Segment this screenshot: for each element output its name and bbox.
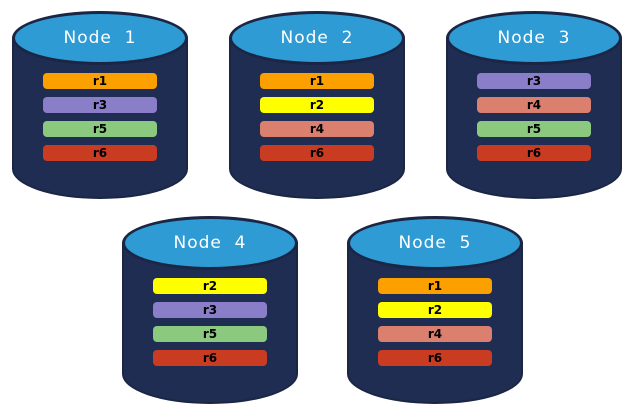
replica-bar: r6 bbox=[43, 145, 157, 161]
replica-bar: r6 bbox=[260, 145, 374, 161]
replica-bar: r2 bbox=[153, 278, 267, 294]
replica-bar: r4 bbox=[260, 121, 374, 137]
node-3-cylinder: Node 3 r3 r4 r5 r6 bbox=[446, 11, 622, 199]
node-title: Node 5 bbox=[398, 233, 472, 253]
replica-list: r2 r3 r5 r6 bbox=[153, 278, 267, 366]
replica-bar: r2 bbox=[378, 302, 492, 318]
cylinder-body bbox=[122, 242, 298, 404]
replica-list: r3 r4 r5 r6 bbox=[477, 73, 591, 161]
node-2-cylinder: Node 2 r1 r2 r4 r6 bbox=[229, 11, 405, 199]
replica-bar: r5 bbox=[153, 326, 267, 342]
node-title: Node 1 bbox=[63, 28, 137, 48]
replica-list: r1 r3 r5 r6 bbox=[43, 73, 157, 161]
replica-bar: r3 bbox=[43, 97, 157, 113]
cylinder-top: Node 4 bbox=[122, 216, 298, 270]
cylinder-top: Node 1 bbox=[12, 11, 188, 65]
cylinder-top: Node 2 bbox=[229, 11, 405, 65]
cylinder-top: Node 5 bbox=[347, 216, 523, 270]
node-1-cylinder: Node 1 r1 r3 r5 r6 bbox=[12, 11, 188, 199]
node-5-cylinder: Node 5 r1 r2 r4 r6 bbox=[347, 216, 523, 404]
node-4-cylinder: Node 4 r2 r3 r5 r6 bbox=[122, 216, 298, 404]
replica-bar: r1 bbox=[43, 73, 157, 89]
replica-bar: r6 bbox=[477, 145, 591, 161]
replica-bar: r6 bbox=[153, 350, 267, 366]
node-title: Node 4 bbox=[173, 233, 247, 253]
node-title: Node 2 bbox=[280, 28, 354, 48]
replica-bar: r3 bbox=[477, 73, 591, 89]
cylinder-body bbox=[347, 242, 523, 404]
replica-bar: r1 bbox=[260, 73, 374, 89]
replica-bar: r1 bbox=[378, 278, 492, 294]
replica-bar: r5 bbox=[477, 121, 591, 137]
replica-bar: r4 bbox=[477, 97, 591, 113]
replica-bar: r6 bbox=[378, 350, 492, 366]
cylinder-top: Node 3 bbox=[446, 11, 622, 65]
replica-list: r1 r2 r4 r6 bbox=[260, 73, 374, 161]
replica-bar: r4 bbox=[378, 326, 492, 342]
replica-bar: r5 bbox=[43, 121, 157, 137]
replica-bar: r2 bbox=[260, 97, 374, 113]
replica-list: r1 r2 r4 r6 bbox=[378, 278, 492, 366]
node-title: Node 3 bbox=[497, 28, 571, 48]
replica-bar: r3 bbox=[153, 302, 267, 318]
